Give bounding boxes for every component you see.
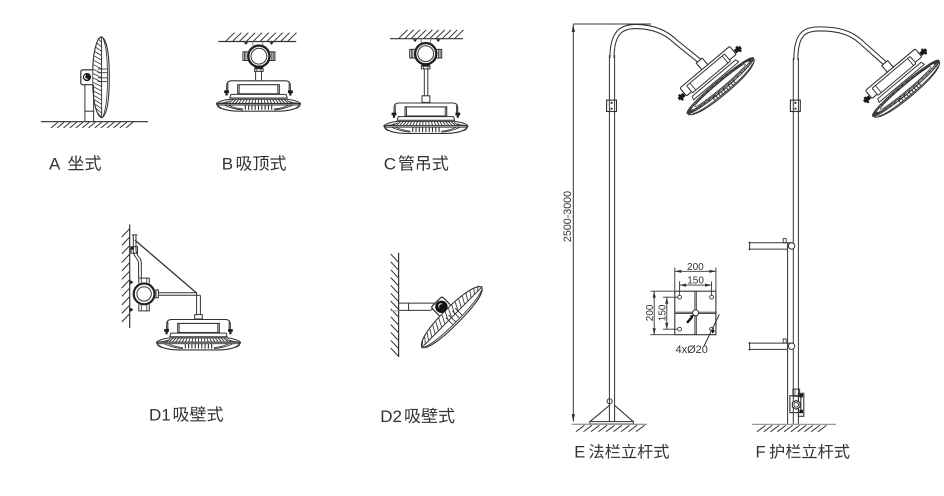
svg-text:B: B [222, 155, 233, 174]
svg-text:F: F [756, 444, 766, 462]
svg-text:D1: D1 [149, 406, 171, 425]
svg-text:C: C [384, 155, 396, 174]
svg-text:150: 150 [687, 276, 704, 287]
svg-text:4xØ20: 4xØ20 [676, 344, 708, 356]
svg-text:150: 150 [657, 304, 668, 321]
svg-text:D2: D2 [380, 407, 402, 426]
svg-text:E: E [574, 444, 585, 462]
svg-text:200: 200 [645, 304, 656, 321]
svg-text:200: 200 [687, 262, 704, 273]
svg-text:A: A [49, 155, 61, 174]
svg-text:2500-3000: 2500-3000 [562, 191, 574, 242]
